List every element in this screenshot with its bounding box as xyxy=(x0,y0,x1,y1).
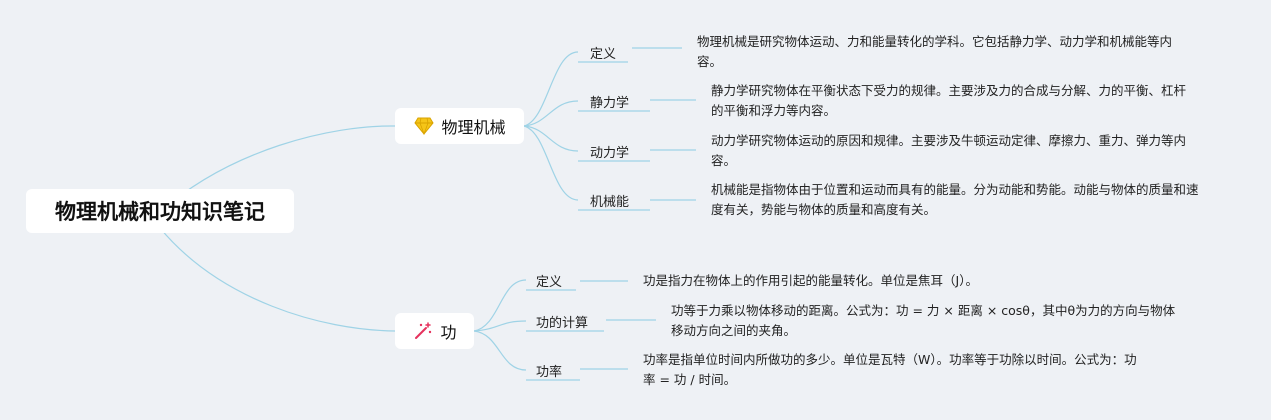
leaf-definition[interactable]: 定义 xyxy=(590,47,617,62)
leaf-mechanical-energy[interactable]: 机械能 xyxy=(590,195,630,210)
leaf-mechanical-energy-desc: 机械能是指物体由于位置和运动而具有的能量。分为动能和势能。动能与物体的质量和速度… xyxy=(711,182,1199,217)
leaf-power[interactable]: 功率 xyxy=(536,365,563,380)
branch-node-physics-machinery[interactable]: 物理机械 xyxy=(395,108,524,144)
leaf-work-definition[interactable]: 定义 xyxy=(536,275,563,290)
magic-wand-icon xyxy=(412,320,434,342)
leaf-work-calculation[interactable]: 功的计算 xyxy=(536,316,589,331)
leaf-dynamics[interactable]: 动力学 xyxy=(590,146,630,161)
edge-branch2-leaf3 xyxy=(473,330,527,371)
edge-branch1-leaf1 xyxy=(523,51,579,127)
edge-root-to-branch-2 xyxy=(159,227,396,332)
leaf-definition-desc: 物理机械是研究物体运动、力和能量转化的学科。它包括静力学、动力学和机械能等内容。 xyxy=(697,34,1173,69)
root-node[interactable]: 物理机械和功知识笔记 xyxy=(26,189,294,233)
leaf-dynamics-desc: 动力学研究物体运动的原因和规律。主要涉及牛顿运动定律、摩擦力、重力、弹力等内容。 xyxy=(711,133,1187,168)
diamond-icon xyxy=(413,115,435,137)
edge-branch2-leaf2 xyxy=(473,320,527,332)
edge-branch1-leaf2 xyxy=(523,100,579,127)
leaf-statics-desc: 静力学研究物体在平衡状态下受力的规律。主要涉及力的合成与分解、力的平衡、杠杆的平… xyxy=(711,83,1187,118)
branch-label: 功 xyxy=(440,323,457,342)
branch-label: 物理机械 xyxy=(441,118,506,137)
leaf-power-desc: 功率是指单位时间内所做功的多少。单位是瓦特（W）。功率等于功除以时间。公式为：功… xyxy=(643,352,1137,387)
leaf-work-calculation-desc: 功等于力乘以物体移动的距离。公式为：功 = 力 × 距离 × cosθ，其中θ为… xyxy=(671,303,1176,338)
edge-branch2-leaf1 xyxy=(473,279,527,332)
edge-branch1-leaf4 xyxy=(523,125,579,201)
edge-branch1-leaf3 xyxy=(523,125,579,152)
leaf-statics[interactable]: 静力学 xyxy=(590,96,630,111)
leaf-work-definition-desc: 功是指力在物体上的作用引起的能量转化。单位是焦耳（J）。 xyxy=(643,273,978,288)
root-title: 物理机械和功知识笔记 xyxy=(55,200,265,224)
branch-node-work[interactable]: 功 xyxy=(395,313,474,349)
